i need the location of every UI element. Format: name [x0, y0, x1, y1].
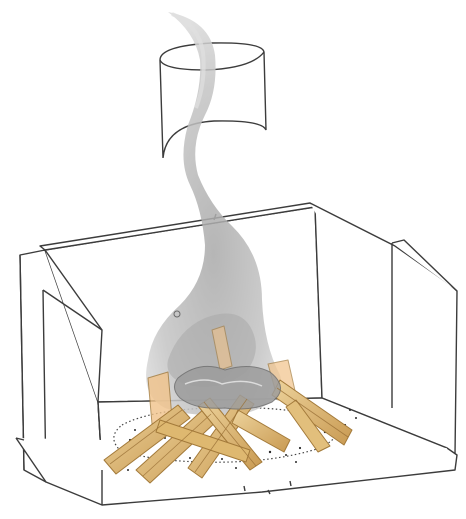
fireplace-illustration	[0, 0, 466, 519]
illustration-canvas	[0, 0, 466, 519]
